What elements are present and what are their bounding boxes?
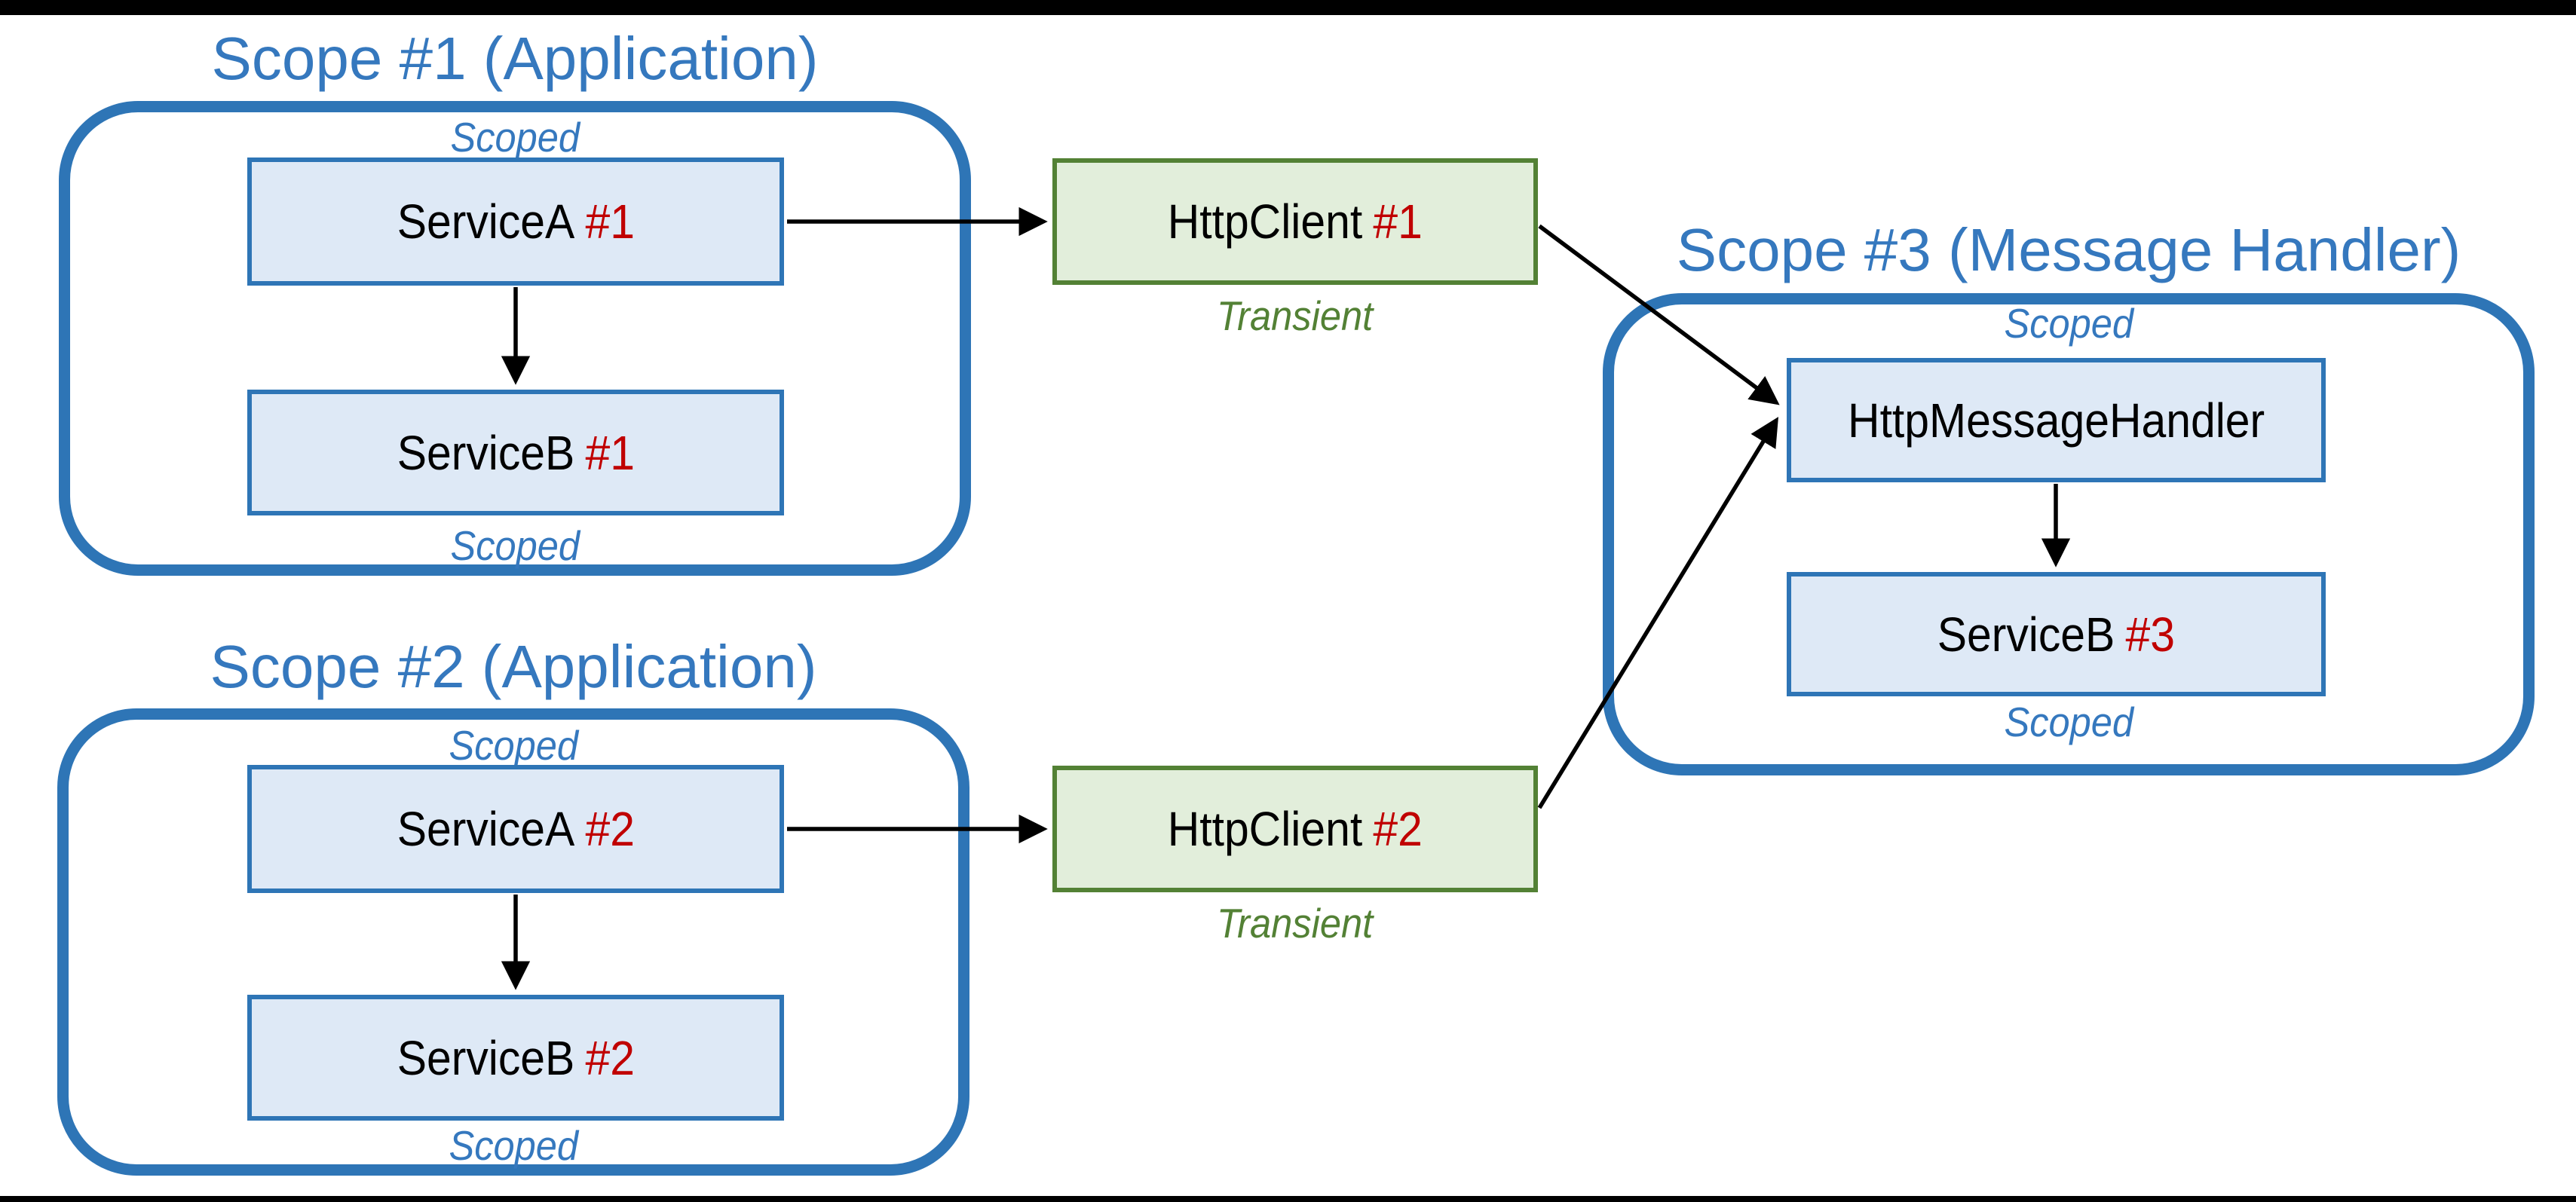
scope-2-scoped-label-bottom: Scoped — [449, 1122, 578, 1169]
http-client-2-instance-number: #2 — [1373, 802, 1423, 856]
service-a-2-box: ServiceA#2 — [247, 765, 784, 893]
http-client-1-instance-number: #1 — [1373, 194, 1423, 249]
service-b-1-label: ServiceB#1 — [397, 425, 635, 480]
scope-3-container — [1603, 293, 2535, 775]
scope-2-container — [57, 708, 969, 1176]
http-message-handler-label: HttpMessageHandler — [1847, 393, 2265, 448]
scope-3-title: Scope #3 (Message Handler) — [1676, 216, 2461, 283]
scope-1-title: Scope #1 (Application) — [211, 25, 819, 92]
http-client-2-lifetime-label: Transient — [1217, 900, 1374, 947]
service-b-1-box: ServiceB#1 — [247, 390, 784, 515]
service-a-1-instance-number: #1 — [585, 194, 635, 249]
service-b-3-label: ServiceB#3 — [1937, 607, 2176, 662]
bottom-letterbox-bar — [0, 1196, 2576, 1202]
http-client-2-box: HttpClient#2 — [1052, 766, 1538, 892]
service-a-2-label: ServiceA#2 — [397, 802, 635, 856]
scope-3-scoped-label-bottom: Scoped — [2004, 699, 2133, 745]
service-b-1-instance-number: #1 — [585, 425, 635, 480]
http-client-2-label: HttpClient#2 — [1167, 802, 1423, 856]
service-b-3-instance-number: #3 — [2125, 607, 2176, 662]
service-b-2-instance-number: #2 — [585, 1030, 635, 1085]
service-a-1-box: ServiceA#1 — [247, 158, 784, 286]
top-letterbox-bar — [0, 0, 2576, 15]
http-client-1-lifetime-label: Transient — [1217, 292, 1374, 339]
service-b-2-box: ServiceB#2 — [247, 995, 784, 1121]
http-message-handler-box: HttpMessageHandler — [1787, 358, 2326, 482]
http-client-1-box: HttpClient#1 — [1052, 158, 1538, 285]
service-b-2-label: ServiceB#2 — [397, 1030, 635, 1085]
scope-1-scoped-label-bottom: Scoped — [450, 522, 580, 569]
service-b-3-box: ServiceB#3 — [1787, 572, 2326, 696]
scope-2-scoped-label-top: Scoped — [449, 722, 578, 769]
service-a-1-label: ServiceA#1 — [397, 194, 635, 249]
scope-3-scoped-label-top: Scoped — [2004, 300, 2133, 347]
scope-1-scoped-label-top: Scoped — [450, 114, 580, 161]
scope-2-title: Scope #2 (Application) — [210, 633, 817, 700]
http-client-1-label: HttpClient#1 — [1167, 194, 1423, 249]
service-a-2-instance-number: #2 — [585, 802, 635, 856]
